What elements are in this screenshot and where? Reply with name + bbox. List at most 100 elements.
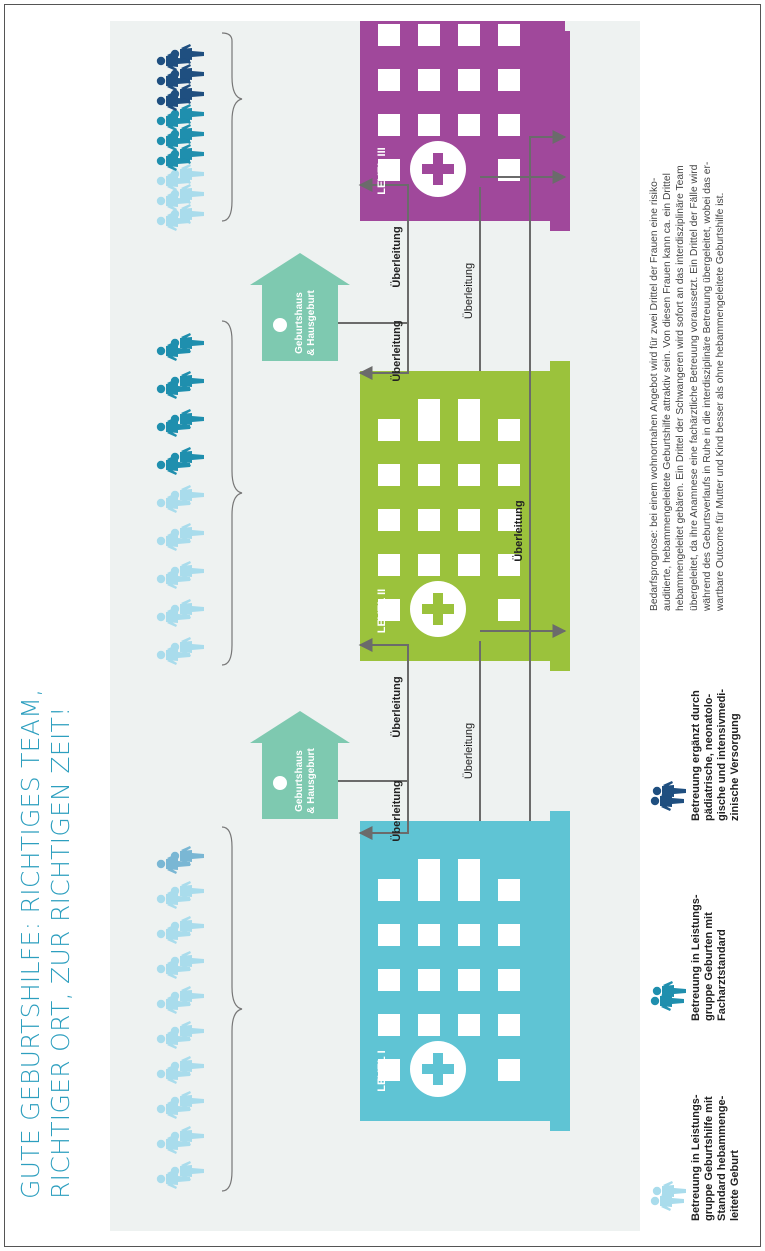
transfer-label: Überleitung <box>463 263 475 319</box>
window <box>418 464 440 486</box>
window <box>458 114 480 136</box>
window <box>498 554 520 576</box>
window <box>458 509 480 531</box>
legend-3-line-1: Betreuung ergänzt durch <box>690 690 702 821</box>
description-line-5: während des Geburtsverlaufs in Ruhe in d… <box>701 161 713 611</box>
window <box>458 924 480 946</box>
window <box>418 24 440 46</box>
transfer-arrows <box>338 130 567 840</box>
person-dark-icon <box>650 781 686 811</box>
window <box>378 879 400 901</box>
description-text: Bedarfsprognose: bei einem wohnortnahen … <box>648 26 727 611</box>
mother-child-icon <box>273 318 287 332</box>
window <box>378 554 400 576</box>
window <box>378 509 400 531</box>
window <box>378 419 400 441</box>
legend-1-line-4: leitete Geburt <box>729 1150 741 1221</box>
person-light-icon <box>650 1181 686 1211</box>
cross-icon <box>422 604 454 614</box>
transfer-label: Überleitung <box>390 226 403 287</box>
window <box>498 1014 520 1036</box>
brace-level-2 <box>221 320 243 666</box>
page-title: GUTE GEBURTSHILFE: RICHTIGES TEAM, RICHT… <box>16 439 76 1199</box>
window <box>378 1014 400 1036</box>
birth-house-2-shape <box>250 253 350 361</box>
window <box>418 114 440 136</box>
description-line-2: auditierte, hebammengeleitete Geburtshil… <box>662 173 674 611</box>
window <box>498 969 520 991</box>
window <box>498 419 520 441</box>
building-level-1-base <box>550 811 570 1131</box>
mother-child-icon <box>273 776 287 790</box>
title-line-1: GUTE GEBURTSHILFE: RICHTIGES TEAM, <box>16 688 45 1199</box>
legend-item-specialist: Betreuung in Leistungs- gruppe Geburten … <box>642 821 752 1021</box>
window <box>458 24 480 46</box>
description-line-4: übergeleitet, da ihre Anamnese eine fach… <box>688 164 700 611</box>
legend: Betreuung in Leistungs- gruppe Geburtshi… <box>642 621 752 1221</box>
description-line-3: hebammengeleitet gebären. Ein Drittel de… <box>675 165 687 611</box>
window <box>458 969 480 991</box>
legend-1-line-2: gruppe Geburtshilfe mit <box>703 1096 715 1221</box>
house-label: Geburtshaus <box>294 750 305 812</box>
window <box>498 924 520 946</box>
legend-2-line-2: gruppe Geburten mit <box>703 912 715 1021</box>
cross-icon <box>422 164 454 174</box>
level-label: LEVEL III <box>376 147 388 194</box>
window <box>378 464 400 486</box>
persons-level-3 <box>156 44 204 231</box>
window <box>498 599 520 621</box>
legend-2-line-3: Facharztstandard <box>716 929 728 1021</box>
building-level-2-base <box>550 361 570 671</box>
transfer-label: Überleitung <box>463 723 475 779</box>
description-line-1: Bedarfsprognose: bei einem wohnortnahen … <box>649 177 660 611</box>
birth-house-1-shape <box>250 711 350 819</box>
window <box>498 509 520 531</box>
window <box>418 509 440 531</box>
description-line-6: wartbare Outcome für Mutter und Kind bes… <box>715 192 727 611</box>
window <box>378 159 400 181</box>
transfer-label: Überleitung <box>390 320 403 381</box>
title-line-2: RICHTIGER ORT, ZUR RICHTIGEN ZEIT! <box>46 706 75 1199</box>
window <box>418 1014 440 1036</box>
window <box>498 114 520 136</box>
window <box>498 879 520 901</box>
window <box>498 1059 520 1081</box>
window <box>378 924 400 946</box>
house-label: Geburtshaus <box>294 292 305 354</box>
legend-item-standard: Betreuung in Leistungs- gruppe Geburtshi… <box>642 1021 752 1221</box>
brace-level-1 <box>221 826 243 1192</box>
legend-2-line-1: Betreuung in Leistungs- <box>690 894 702 1022</box>
level-label: LEVEL II <box>376 589 388 633</box>
window <box>418 924 440 946</box>
window <box>498 24 520 46</box>
person-mid-icon <box>650 981 686 1011</box>
house-label: & Hausgeburt <box>306 290 317 356</box>
legend-3-line-3: gische und intensivmedi- <box>716 688 728 821</box>
door-window <box>458 859 480 901</box>
window <box>458 69 480 91</box>
transfer-label: Überleitung <box>390 676 403 737</box>
window <box>418 69 440 91</box>
window <box>378 24 400 46</box>
window <box>378 114 400 136</box>
legend-item-pediatric: Betreuung ergänzt durch pädiatrische, ne… <box>642 621 752 821</box>
legend-1-line-3: Standard hebammenge- <box>716 1095 728 1221</box>
window <box>498 159 520 181</box>
transfer-label: Überleitung <box>512 500 525 561</box>
window <box>498 464 520 486</box>
legend-1-line-1: Betreuung in Leistungs- <box>690 1094 702 1222</box>
level-label: LEVEL I <box>376 1050 388 1091</box>
window <box>378 969 400 991</box>
door-window <box>418 859 440 901</box>
house-label: & Hausgeburt <box>306 748 317 814</box>
building-level-3-base <box>550 31 570 231</box>
legend-3-line-2: pädiatrische, neonatolo- <box>703 693 715 821</box>
transfer-arrow <box>338 178 409 324</box>
page-frame <box>4 4 761 1247</box>
door-window <box>418 399 440 441</box>
legend-3-line-4: zinische Versorgung <box>729 713 741 821</box>
transfer-label: Überleitung <box>390 780 403 841</box>
